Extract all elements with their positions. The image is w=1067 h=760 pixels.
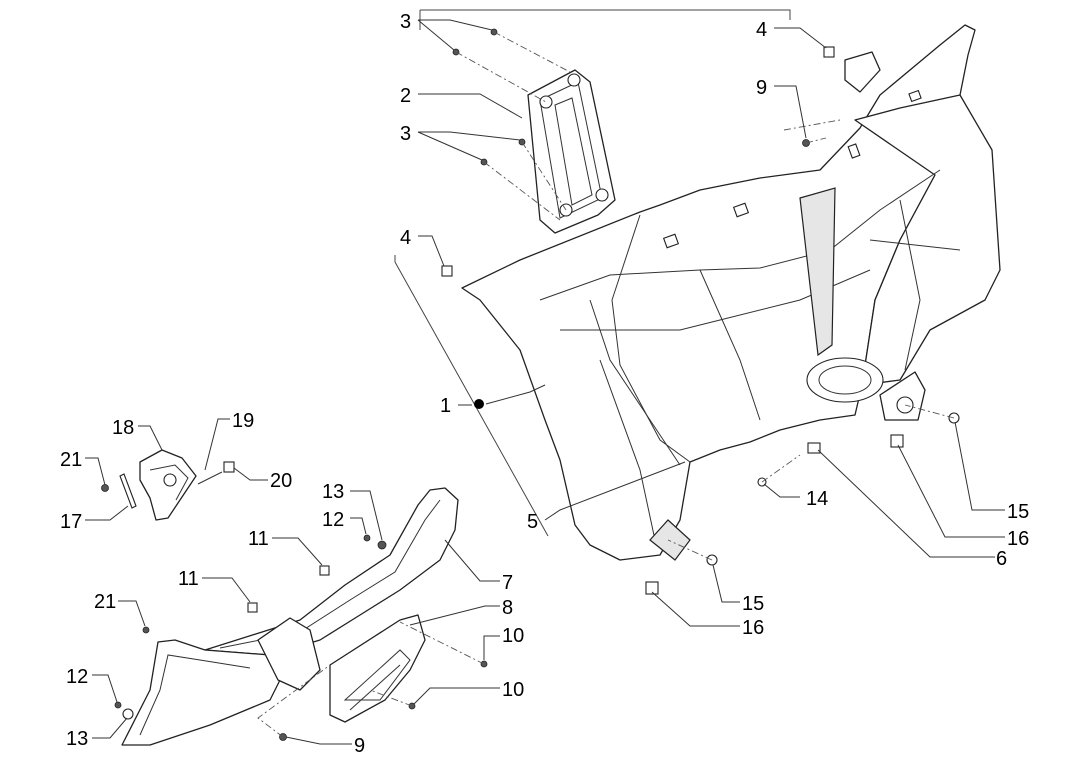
label-4-top: 4 — [756, 19, 767, 41]
label-4-left: 4 — [400, 227, 411, 249]
label-19: 19 — [232, 410, 254, 432]
label-13-top: 13 — [322, 481, 344, 503]
lower-spoiler — [121, 487, 459, 746]
label-7: 7 — [502, 572, 513, 594]
label-3-mid: 3 — [400, 123, 411, 145]
label-5: 5 — [527, 511, 538, 533]
label-14: 14 — [806, 488, 828, 510]
label-1: 1 — [440, 395, 451, 417]
label-3-top: 3 — [400, 11, 411, 33]
label-15-bottom: 15 — [742, 593, 764, 615]
label-21-bottom: 21 — [94, 591, 116, 613]
leg-shield-panel — [461, 24, 1001, 561]
label-17: 17 — [60, 511, 82, 533]
part-labels: 3 2 3 4 9 4 1 5 6 16 15 14 15 16 7 8 10 … — [60, 11, 1029, 757]
label-15-right: 15 — [1007, 501, 1029, 523]
mount-bracket-cluster — [101, 449, 235, 521]
callout-dot — [474, 399, 484, 409]
callout-leaders — [85, 19, 1005, 745]
label-11-mid: 11 — [178, 568, 199, 590]
label-20: 20 — [270, 470, 292, 492]
label-8: 8 — [502, 597, 513, 619]
label-12-bottom: 12 — [66, 666, 88, 688]
center-tray — [527, 69, 616, 234]
label-13-bottom: 13 — [66, 728, 88, 750]
label-18: 18 — [112, 417, 134, 439]
label-11-top: 11 — [248, 528, 269, 550]
label-10-bottom: 10 — [502, 679, 524, 701]
label-16-right: 16 — [1007, 528, 1029, 550]
label-9-bottom: 9 — [354, 735, 365, 757]
label-10-top: 10 — [502, 625, 524, 647]
label-9-top: 9 — [756, 77, 767, 99]
hardware-items — [114, 28, 960, 741]
assembly-lines — [257, 31, 955, 738]
label-2: 2 — [400, 85, 411, 107]
label-21-top: 21 — [60, 449, 82, 471]
label-12-top: 12 — [322, 509, 344, 531]
label-16-bottom: 16 — [742, 617, 764, 639]
label-6: 6 — [996, 548, 1007, 570]
